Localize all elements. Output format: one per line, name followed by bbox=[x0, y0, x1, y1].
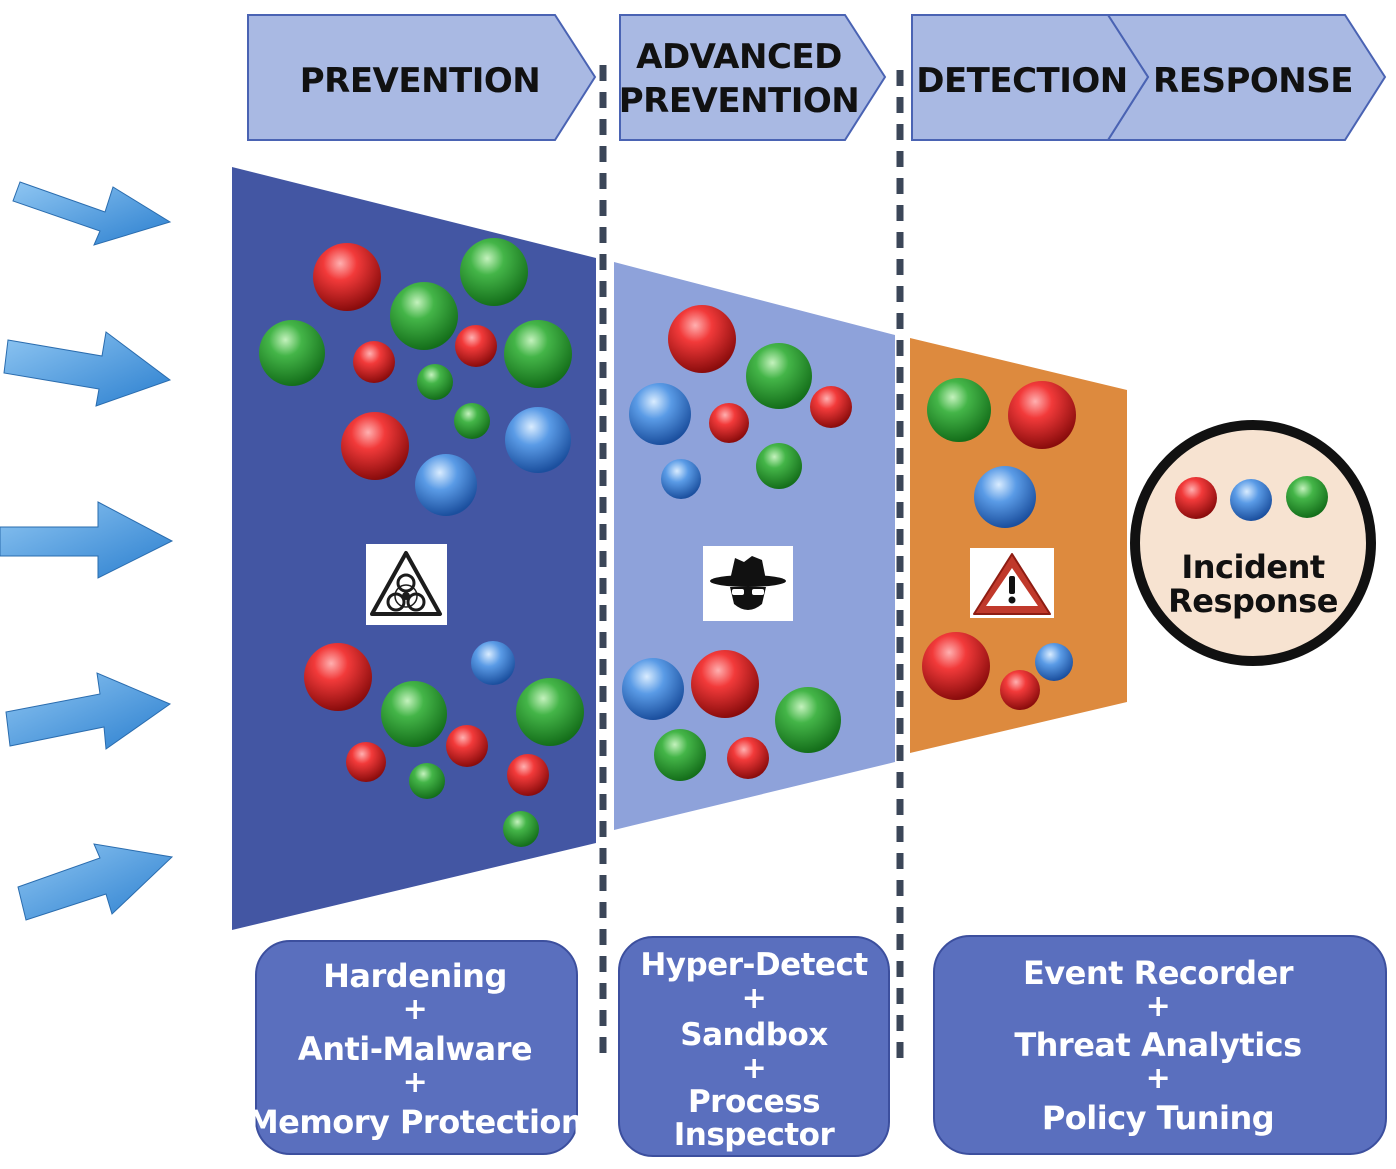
threat-ball-green bbox=[381, 681, 447, 747]
threat-ball-green bbox=[504, 320, 572, 388]
threat-ball-green bbox=[775, 687, 841, 753]
threat-ball-red bbox=[810, 386, 852, 428]
box-line: Hyper-Detect bbox=[640, 947, 868, 983]
biohazard-icon bbox=[366, 544, 447, 625]
threat-ball-red bbox=[1000, 670, 1040, 710]
threat-ball-green bbox=[927, 378, 991, 442]
detection-threats bbox=[922, 378, 1076, 710]
box-line: Hardening bbox=[323, 957, 507, 995]
threat-ball-red bbox=[507, 754, 549, 796]
box-plus: + bbox=[742, 981, 767, 1016]
header-prevention-label: PREVENTION bbox=[300, 61, 541, 101]
threat-ball-red bbox=[709, 403, 749, 443]
prevention-techniques-box: Hardening + Anti-Malware + Memory Protec… bbox=[247, 940, 584, 1155]
header-advanced-label-1: ADVANCED bbox=[636, 37, 842, 77]
threat-ball-green bbox=[503, 811, 539, 847]
box-line: Event Recorder bbox=[1023, 954, 1294, 992]
threat-ball-green bbox=[756, 443, 802, 489]
incoming-threat-arrows bbox=[0, 181, 174, 921]
threat-ball-blue bbox=[415, 454, 477, 516]
box-line: Sandbox bbox=[680, 1017, 828, 1053]
header-response-label: RESPONSE bbox=[1153, 61, 1353, 101]
threat-ball-green bbox=[409, 763, 445, 799]
threat-ball-green bbox=[654, 729, 706, 781]
arrow-icon bbox=[12, 181, 172, 246]
box-line: Policy Tuning bbox=[1042, 1099, 1274, 1137]
threat-ball-green bbox=[516, 678, 584, 746]
threat-ball-red bbox=[1008, 381, 1076, 449]
threat-ball-green bbox=[746, 343, 812, 409]
threat-ball-blue bbox=[974, 466, 1036, 528]
box-plus: + bbox=[403, 992, 428, 1027]
threat-ball-blue bbox=[629, 383, 691, 445]
header-prevention bbox=[247, 14, 597, 141]
incident-response-label-2: Response bbox=[1168, 582, 1338, 620]
threat-ball-red bbox=[691, 650, 759, 718]
threat-ball-red bbox=[922, 632, 990, 700]
threat-ball-red bbox=[341, 412, 409, 480]
threat-ball-green bbox=[460, 238, 528, 306]
warning-triangle-icon bbox=[970, 548, 1054, 618]
threat-ball-red bbox=[346, 742, 386, 782]
threat-ball-red bbox=[1175, 477, 1217, 519]
threat-ball-red bbox=[313, 243, 381, 311]
arrow-icon bbox=[17, 843, 174, 921]
box-line: Anti-Malware bbox=[298, 1030, 532, 1068]
threat-ball-blue bbox=[661, 459, 701, 499]
prevention-threats bbox=[259, 238, 584, 847]
incident-response-label-1: Incident bbox=[1181, 548, 1325, 586]
detection-techniques-box: Event Recorder + Threat Analytics + Poli… bbox=[933, 935, 1387, 1155]
threat-ball-red bbox=[455, 325, 497, 367]
threat-ball-red bbox=[304, 643, 372, 711]
threat-ball-green bbox=[454, 403, 490, 439]
threat-ball-red bbox=[353, 341, 395, 383]
spy-hat-icon bbox=[703, 546, 793, 621]
incident-response: Incident Response bbox=[1130, 420, 1376, 666]
box-plus: + bbox=[1146, 1061, 1171, 1096]
threat-ball-blue bbox=[505, 407, 571, 473]
arrow-icon bbox=[3, 331, 172, 407]
threat-ball-green bbox=[259, 320, 325, 386]
threat-ball-blue bbox=[622, 658, 684, 720]
header-detection-label: DETECTION bbox=[916, 61, 1128, 101]
advanced-threats bbox=[622, 305, 852, 781]
threat-ball-red bbox=[446, 725, 488, 767]
arrow-icon bbox=[0, 501, 174, 579]
threat-ball-blue bbox=[1035, 643, 1073, 681]
threat-ball-green bbox=[1286, 476, 1328, 518]
box-line: Threat Analytics bbox=[1014, 1026, 1301, 1064]
box-line: Memory Protection bbox=[247, 1103, 583, 1141]
header-advanced-prevention bbox=[619, 14, 887, 141]
threat-ball-red bbox=[727, 737, 769, 779]
header-detection bbox=[911, 14, 1150, 141]
advanced-techniques-box: Hyper-Detect + Sandbox + Process Inspect… bbox=[618, 936, 890, 1157]
threat-ball-blue bbox=[471, 641, 515, 685]
box-plus: + bbox=[1146, 989, 1171, 1024]
threat-ball-blue bbox=[1230, 479, 1272, 521]
threat-ball-red bbox=[668, 305, 736, 373]
box-plus: + bbox=[742, 1051, 767, 1086]
threat-ball-green bbox=[390, 282, 458, 350]
threat-ball-green bbox=[417, 364, 453, 400]
stage-headers: PREVENTION ADVANCED PREVENTION DETECTION… bbox=[247, 14, 1387, 141]
arrow-icon bbox=[5, 672, 172, 750]
box-line: Inspector bbox=[674, 1117, 836, 1153]
header-advanced-label-2: PREVENTION bbox=[619, 81, 860, 121]
box-line: Process bbox=[688, 1084, 820, 1120]
box-plus: + bbox=[403, 1065, 428, 1100]
